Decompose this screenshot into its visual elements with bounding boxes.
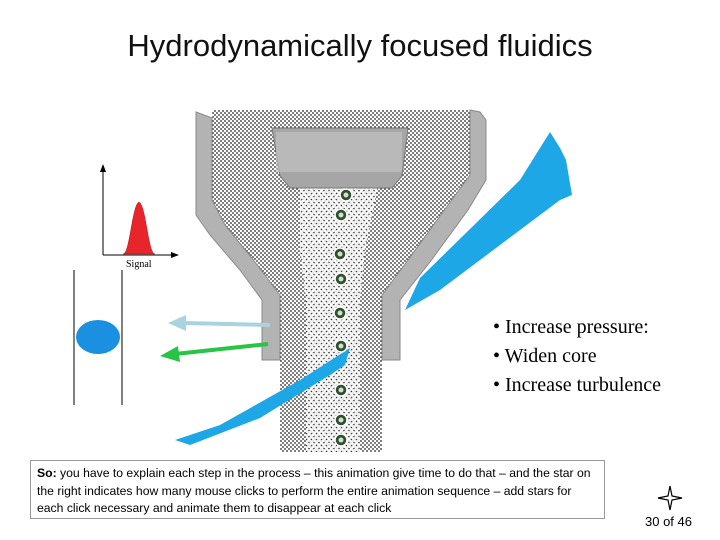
signal-axis-label: Signal: [126, 259, 152, 270]
cell: [333, 306, 347, 320]
cell: [334, 413, 348, 427]
detector: [73, 270, 123, 405]
bullet-list: • Increase pressure: • Widen core • Incr…: [493, 313, 713, 400]
notes-lead: So:: [37, 466, 57, 480]
laser-beam-lower: [175, 348, 350, 445]
signal-plot: Signal: [100, 164, 179, 270]
bullet-item: • Increase pressure:: [493, 316, 649, 338]
cell: [334, 272, 348, 286]
speaker-notes-box: So: you have to explain each step in the…: [30, 460, 605, 519]
slide-title: Hydrodynamically focused fluidics: [127, 28, 593, 63]
four-point-star-icon[interactable]: [657, 485, 683, 511]
sample-injector: [271, 127, 409, 189]
cell: [334, 433, 348, 447]
side-scatter-arrow: [168, 315, 271, 331]
signal-peak: [122, 201, 156, 255]
fluorescence-arrow: [160, 342, 269, 362]
laser-beam-upper: [405, 132, 572, 310]
notes-text: you have to explain each step in the pro…: [37, 466, 591, 515]
bullet-item: • Increase turbulence: [493, 374, 662, 396]
cell: [339, 188, 353, 202]
page-indicator: 30 of 46: [645, 514, 692, 529]
detector-sensor: [76, 320, 120, 354]
cell: [334, 339, 348, 353]
cells: [333, 188, 353, 447]
cell: [334, 383, 348, 397]
nozzle-right-wall: [381, 109, 487, 361]
cell: [334, 208, 348, 222]
cell: [333, 247, 347, 261]
bullet-item: • Widen core: [493, 345, 597, 367]
nozzle-left-wall: [195, 111, 281, 361]
